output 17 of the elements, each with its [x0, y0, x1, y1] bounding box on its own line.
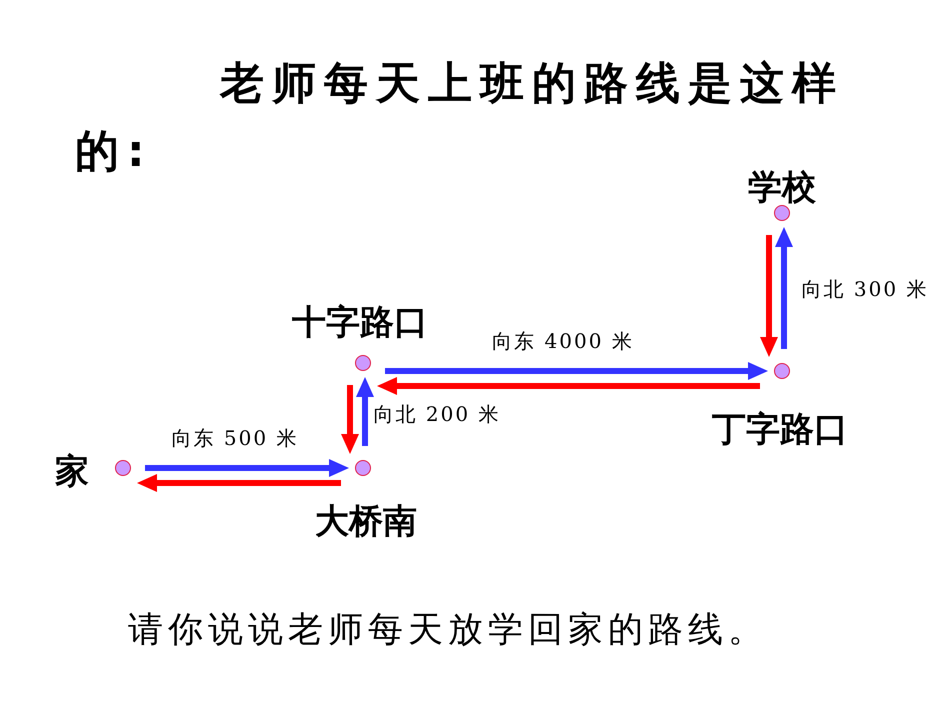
arrow [385, 362, 768, 380]
place-name: 十字路口 [292, 302, 428, 344]
place-name: 丁字路口 [712, 408, 848, 452]
arrow [137, 474, 341, 492]
caption: 请你说说老师每天放学回家的路线。 [128, 609, 768, 652]
edge-label: 向北 200 米 [374, 401, 500, 428]
arrow [760, 235, 778, 357]
edge-label: 向北 300 米 [802, 276, 928, 303]
arrow [377, 377, 760, 395]
arrow [775, 227, 793, 349]
arrow [356, 377, 374, 446]
place-name: 大桥南 [315, 500, 417, 544]
edge-label: 向东 500 米 [172, 425, 298, 452]
arrow [145, 459, 349, 477]
arrow [341, 385, 359, 454]
edge-label: 向东 4000 米 [492, 328, 634, 355]
place-name: 家 [55, 450, 89, 494]
